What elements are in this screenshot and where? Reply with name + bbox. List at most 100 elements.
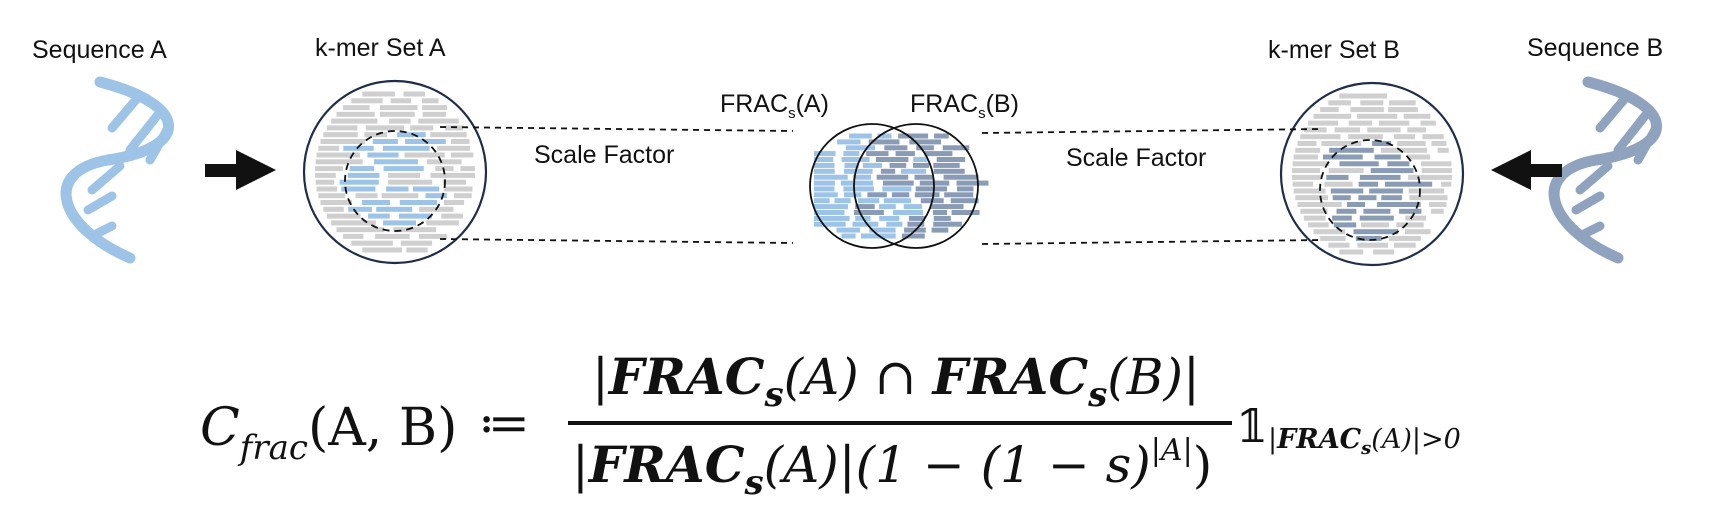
kmer-bar — [320, 200, 352, 205]
kmer-bar — [854, 210, 884, 215]
kmer-bar — [390, 98, 412, 104]
kmer-bar — [916, 145, 934, 151]
kmer-set-a — [302, 79, 488, 265]
kmer-set-b-sample-circle — [1319, 139, 1421, 241]
helix-a-rung — [87, 161, 125, 195]
kmer-bar — [347, 172, 380, 178]
kmer-bar — [1323, 154, 1363, 160]
kmer-bar — [1295, 195, 1328, 201]
kmer-bar — [399, 213, 432, 219]
kmer-bar — [1355, 235, 1382, 241]
kmer-bar — [351, 98, 383, 104]
kmer-bar — [316, 186, 338, 192]
kmer-bar — [951, 210, 980, 215]
kmer-bar — [323, 132, 358, 138]
kmer-bar — [931, 227, 949, 233]
kmer-bar — [1347, 202, 1366, 207]
kmer-bar — [814, 221, 846, 227]
kmer-bar — [1363, 208, 1391, 214]
kmer-bar — [412, 186, 440, 192]
kmer-bar — [1384, 181, 1433, 187]
frac-a-circle — [809, 123, 935, 249]
kmer-bar — [1333, 222, 1357, 228]
kmer-bar — [336, 111, 375, 117]
kmer-bar — [814, 162, 835, 168]
kmer-bar — [1292, 161, 1330, 167]
kmer-bar — [814, 198, 830, 204]
kmer-bar — [814, 168, 835, 174]
kmer-bar — [1422, 134, 1444, 140]
kmer-set-b-kmers — [1292, 93, 1452, 255]
kmer-bar — [884, 145, 908, 151]
kmer-bar — [1388, 107, 1418, 113]
kmer-bar — [1313, 113, 1352, 119]
kmer-bar — [837, 139, 861, 145]
kmer-bar — [1405, 215, 1426, 221]
kmer-bar — [355, 193, 378, 199]
kmer-bar — [1348, 134, 1383, 140]
kmer-bar — [318, 145, 339, 151]
kmer-bar — [936, 157, 966, 162]
helix-b-rung — [1575, 161, 1613, 195]
kmer-bar — [814, 186, 835, 192]
kmer-bar — [908, 215, 925, 221]
kmer-bar — [1405, 229, 1431, 235]
kmer-bar — [315, 166, 343, 172]
kmer-bar — [364, 132, 387, 138]
kmer-bar — [895, 151, 915, 157]
kmer-bar — [1348, 120, 1373, 126]
kmer-bar — [1326, 174, 1349, 180]
kmer-bar — [1441, 181, 1452, 187]
kmer-bar — [1367, 127, 1401, 133]
kmer-bar — [1297, 202, 1342, 207]
kmer-bar — [1431, 141, 1447, 146]
kmer-bar — [1329, 147, 1374, 153]
frac-a-label: FRACs(A) — [720, 90, 829, 122]
kmer-bar — [814, 157, 834, 162]
kmer-bar — [1303, 215, 1326, 221]
kmer-bar — [1372, 141, 1391, 146]
kmer-bar — [422, 105, 447, 111]
kmer-bar — [1403, 113, 1431, 119]
kmer-bar — [365, 125, 404, 131]
kmer-bar — [351, 240, 393, 246]
kmer-bar — [1295, 147, 1321, 153]
scale-factor-left-label: Scale Factor — [534, 141, 674, 169]
kmer-bar — [868, 139, 900, 145]
kmer-bar — [1381, 195, 1402, 201]
kmer-bar — [1399, 208, 1422, 214]
frac-b-circle — [853, 123, 979, 249]
kmer-bar — [956, 180, 989, 186]
kmer-bar — [913, 162, 929, 168]
kmer-bar — [1420, 120, 1436, 126]
kmer-bar — [343, 145, 374, 151]
kmer-bar — [341, 186, 376, 192]
kmer-bar — [372, 139, 398, 144]
kmer-bar — [368, 213, 390, 219]
kmer-bar — [460, 166, 475, 172]
kmer-bar — [1394, 134, 1416, 140]
kmer-bar — [844, 162, 859, 168]
kmer-bar — [914, 192, 940, 198]
kmer-bar — [1387, 161, 1410, 167]
kmer-bar — [944, 192, 974, 198]
kmer-bar — [1393, 242, 1416, 248]
kmer-bar — [379, 111, 415, 117]
kmer-bar — [880, 168, 896, 174]
kmer-bar — [1300, 208, 1328, 214]
kmer-bar — [323, 206, 344, 212]
kmer-bar — [1429, 202, 1447, 207]
kmer-bar — [913, 157, 928, 162]
kmer-bar — [879, 204, 896, 210]
kmer-bar — [331, 118, 378, 124]
kmer-bar — [1389, 235, 1421, 241]
kmer-bar — [320, 139, 365, 144]
kmer-bar — [386, 186, 409, 192]
kmer-bar — [1321, 141, 1362, 146]
kmer-bar — [315, 172, 336, 178]
kmer-bar — [1320, 107, 1339, 113]
projection-line-a-bottom — [439, 238, 794, 244]
kmer-bar — [1397, 141, 1426, 146]
kmer-bar — [1339, 161, 1379, 167]
